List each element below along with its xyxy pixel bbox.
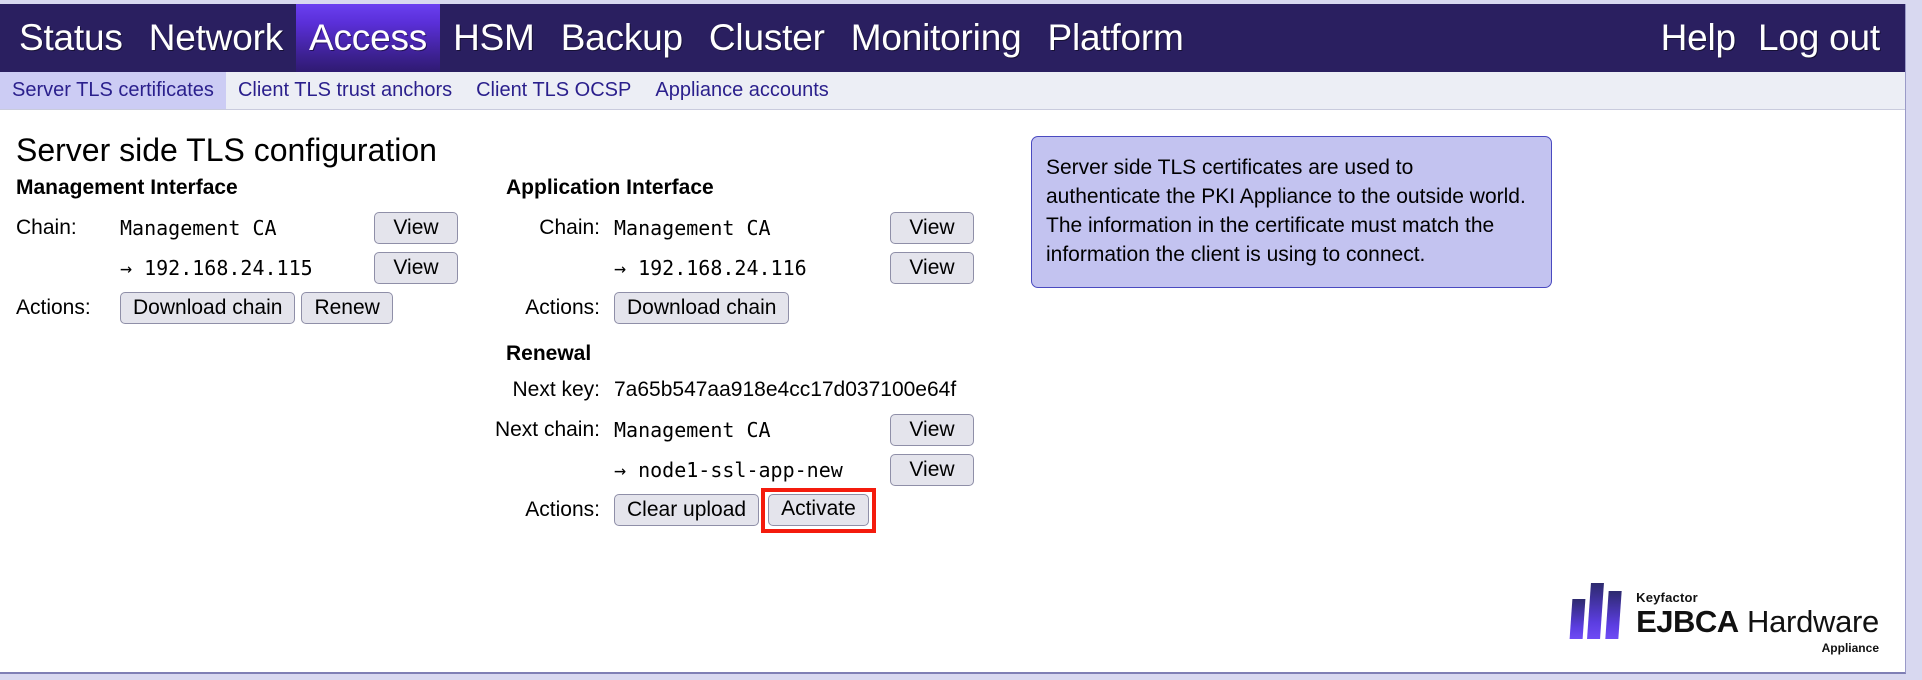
renewal-actions-label-text: Actions: [525,498,600,521]
application-chain-ca-action: View [890,208,974,248]
application-actions-label-text: Actions: [525,296,600,319]
subnav-item-client-tls-trust-anchors[interactable]: Client TLS trust anchors [237,79,453,101]
application-interface-grid: Chain: Management CA View → 192.168.24.1… [506,208,974,328]
renewal-next-chain-ca-value: Management CA [614,410,890,450]
subnav-item-appliance-accounts[interactable]: Appliance accounts [655,79,829,101]
renewal-grid: Next key: 7a65b547aa918e4cc17d037100e64f… [495,370,974,533]
management-interface-grid: Chain: Management CA View → 192.168.24.1… [16,208,458,328]
nav-item-monitoring[interactable]: Monitoring [850,17,1022,58]
page-title: Server side TLS configuration [16,132,437,168]
logo-text-group: Keyfactor EJBCA Hardware Appliance [1636,590,1879,656]
management-chain-ca-text: Management CA [120,216,277,240]
application-actions-label: Actions: [506,288,614,328]
application-chain-label-text: Chain: [539,216,600,239]
management-interface-panel: Management Interface Chain: Management C… [16,176,458,328]
renewal-next-chain-leaf-action: View [890,450,974,490]
keyfactor-ejbca-logo: Keyfactor EJBCA Hardware Appliance [1569,583,1879,656]
application-chain-leaf-value: → 192.168.24.116 [614,248,890,288]
application-view-leaf-button[interactable]: View [890,252,974,284]
nav-item-status[interactable]: Status [19,17,123,58]
logo-product-text: EJBCA Hardware [1636,605,1879,639]
management-view-leaf-button[interactable]: View [374,252,458,284]
management-actions-label-text: Actions: [16,296,91,319]
app-frame: Status Network Access HSM Backup Cluster… [0,4,1906,674]
management-chain-leaf-action: View [374,248,458,288]
content-area: Server side TLS configuration Management… [0,110,1905,672]
nav-item-network[interactable]: Network [148,17,283,58]
application-chain-ca-value: Management CA [614,208,890,248]
renewal-next-chain-label-text: Next chain: [494,418,600,441]
logo-bar-2 [1587,583,1605,639]
renewal-next-chain-leaf-value: → node1-ssl-app-new [614,450,890,490]
logo-ejbca-text: EJBCA [1636,604,1739,639]
management-chain-leaf-value: → 192.168.24.115 [120,248,374,288]
nav-item-hsm[interactable]: HSM [453,17,535,58]
renewal-next-key-value: 7a65b547aa918e4cc17d037100e64f [614,370,974,410]
management-chain-ca-action: View [374,208,458,248]
application-interface-panel: Application Interface Chain: Management … [495,176,974,533]
logo-keyfactor-text: Keyfactor [1636,590,1698,605]
application-view-ca-button[interactable]: View [890,212,974,244]
renewal-activate-button[interactable]: Activate [768,493,869,526]
management-chain-label: Chain: [16,208,120,248]
management-view-ca-button[interactable]: View [374,212,458,244]
renewal-next-chain-label: Next chain: [495,410,614,450]
renewal-view-next-leaf-button[interactable]: View [890,454,974,486]
management-chain-label-text: Chain: [16,216,77,239]
logo-hardware-text: Hardware [1738,604,1879,639]
application-chain-leaf-spacer [506,248,614,288]
application-chain-leaf-text: → 192.168.24.116 [614,256,807,280]
renewal-next-key-label: Next key: [506,370,614,410]
application-interface-heading: Application Interface [506,176,714,199]
main-navigation-bar: Status Network Access HSM Backup Cluster… [0,4,1905,72]
management-renew-button[interactable]: Renew [301,292,393,324]
management-interface-heading: Management Interface [16,176,238,199]
renewal-next-chain-ca-text: Management CA [614,418,771,442]
renewal-view-next-ca-button[interactable]: View [890,414,974,446]
management-actions-buttons: Download chain Renew [120,288,458,328]
application-chain-label: Chain: [506,208,614,248]
renewal-next-chain-ca-action: View [890,410,974,450]
application-chain-ca-text: Management CA [614,216,771,240]
renewal-next-chain-leaf-text: → node1-ssl-app-new [614,458,843,482]
nav-item-platform[interactable]: Platform [1047,17,1184,58]
logo-bar-3 [1605,591,1622,639]
renewal-next-key-label-text: Next key: [512,378,600,401]
application-actions-buttons: Download chain [614,288,974,328]
application-chain-leaf-action: View [890,248,974,288]
logo-bar-1 [1569,599,1586,639]
application-download-chain-button[interactable]: Download chain [614,292,790,324]
renewal-actions-buttons: Clear upload Activate [614,487,974,533]
renewal-next-chain-leaf-spacer [506,450,614,490]
sub-navigation-bar: Server TLS certificates Client TLS trust… [0,72,1905,110]
nav-right-group: Help Log out [1650,4,1905,72]
logo-appliance-text: Appliance [1821,641,1879,655]
subnav-item-server-tls-certificates[interactable]: Server TLS certificates [0,72,226,109]
logo-bars-icon [1569,583,1625,639]
nav-item-help[interactable]: Help [1660,17,1736,58]
nav-item-backup[interactable]: Backup [560,17,683,58]
management-actions-label: Actions: [16,288,120,328]
renewal-actions-label: Actions: [506,490,614,530]
info-box-text: Server side TLS certificates are used to… [1046,156,1526,266]
management-chain-leaf-spacer [16,248,120,288]
nav-item-cluster[interactable]: Cluster [708,17,825,58]
activate-button-highlight: Activate [761,487,876,533]
subnav-item-client-tls-ocsp[interactable]: Client TLS OCSP [476,79,632,101]
renewal-next-key-text: 7a65b547aa918e4cc17d037100e64f [614,378,957,401]
management-download-chain-button[interactable]: Download chain [120,292,296,324]
nav-item-logout[interactable]: Log out [1757,17,1880,58]
management-chain-ca-value: Management CA [120,208,374,248]
management-chain-leaf-text: → 192.168.24.115 [120,256,313,280]
renewal-heading: Renewal [506,342,592,365]
renewal-clear-upload-button[interactable]: Clear upload [614,494,760,526]
nav-item-access[interactable]: Access [296,4,441,72]
info-box: Server side TLS certificates are used to… [1031,136,1552,288]
